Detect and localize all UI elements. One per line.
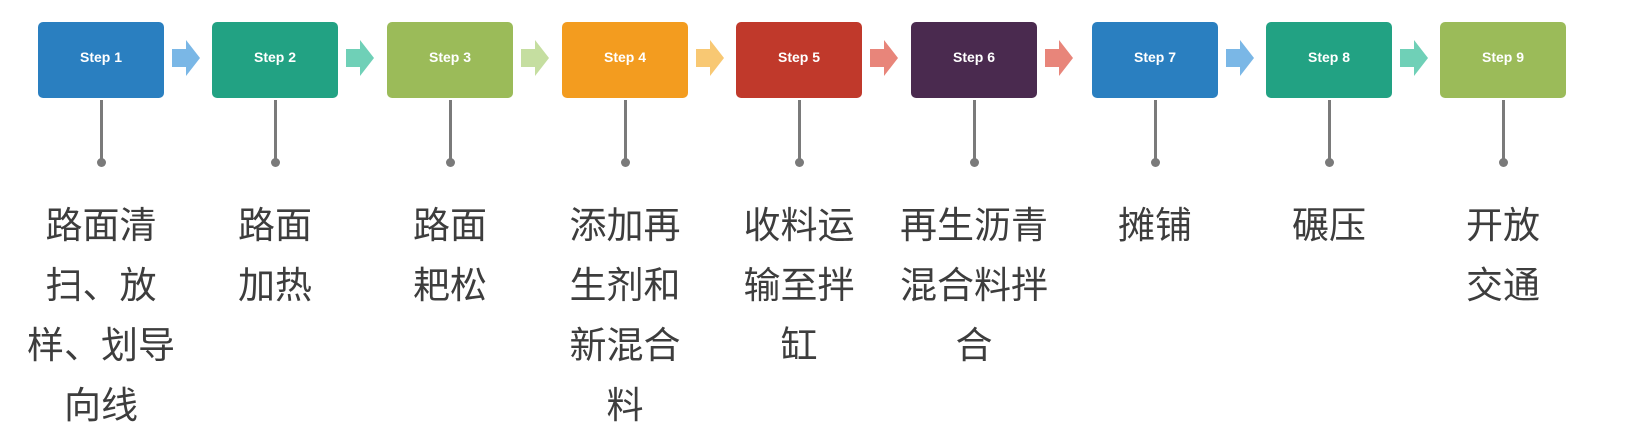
step-9-box: Step 9 [1440,22,1566,98]
arrow-right-icon [1400,40,1428,76]
step-1-connector [100,100,103,162]
arrow-right-icon [1226,40,1254,76]
arrow-right-shape [172,40,200,76]
step-4-box: Step 4 [562,22,688,98]
arrow-right-shape [521,40,549,76]
step-1-connector-dot [97,158,106,167]
step-4-connector-dot [621,158,630,167]
step-5-box: Step 5 [736,22,862,98]
step-6-description: 再生沥青混合料拌合 [900,204,1048,367]
step-4-description: 添加再生剂和新混合料 [569,204,681,427]
step-2-box: Step 2 [212,22,338,98]
step-9-connector [1502,100,1505,162]
step-2-title: Step 2 [253,49,296,65]
step-7-box: Step 7 [1092,22,1218,98]
arrow-right-icon [870,40,898,76]
step-3-title: Step 3 [428,49,471,65]
arrow-right-icon [696,40,724,76]
arrow-right-icon [172,40,200,76]
arrow-right-icon [1045,40,1073,76]
step-6-box: Step 6 [911,22,1037,98]
step-8-connector [1328,100,1331,162]
step-4-connector [624,100,627,162]
arrow-right-shape [1400,40,1428,76]
step-9-description: 开放交通 [1466,204,1540,307]
arrow-right-icon [346,40,374,76]
step-2-connector-dot [271,158,280,167]
step-6-connector [973,100,976,162]
step-3-connector [449,100,452,162]
step-5-connector [798,100,801,162]
step-8-connector-dot [1325,158,1334,167]
arrow-right-shape [346,40,374,76]
step-5-title: Step 5 [777,49,820,65]
step-3-description: 路面耙松 [413,204,487,307]
step-7-description: 摊铺 [1118,204,1192,247]
step-1-description: 路面清扫、放样、划导向线 [27,204,175,427]
step-2-connector [274,100,277,162]
step-1-title: Step 1 [79,49,122,65]
step-3-box: Step 3 [387,22,513,98]
step-1-box: Step 1 [38,22,164,98]
step-5-connector-dot [795,158,804,167]
arrow-right-icon [521,40,549,76]
step-8-description: 碾压 [1292,204,1366,247]
arrow-right-shape [1045,40,1073,76]
step-6-connector-dot [970,158,979,167]
arrow-right-shape [1226,40,1254,76]
step-7-connector-dot [1151,158,1160,167]
step-8-title: Step 8 [1307,49,1350,65]
step-2-description: 路面加热 [238,204,312,307]
step-6-title: Step 6 [952,49,995,65]
arrow-right-shape [696,40,724,76]
step-7-title: Step 7 [1133,49,1176,65]
step-4-title: Step 4 [603,49,646,65]
step-3-connector-dot [446,158,455,167]
arrow-right-shape [870,40,898,76]
step-5-description: 收料运输至拌缸 [743,204,855,367]
step-8-box: Step 8 [1266,22,1392,98]
step-9-connector-dot [1499,158,1508,167]
step-9-title: Step 9 [1481,49,1524,65]
step-7-connector [1154,100,1157,162]
